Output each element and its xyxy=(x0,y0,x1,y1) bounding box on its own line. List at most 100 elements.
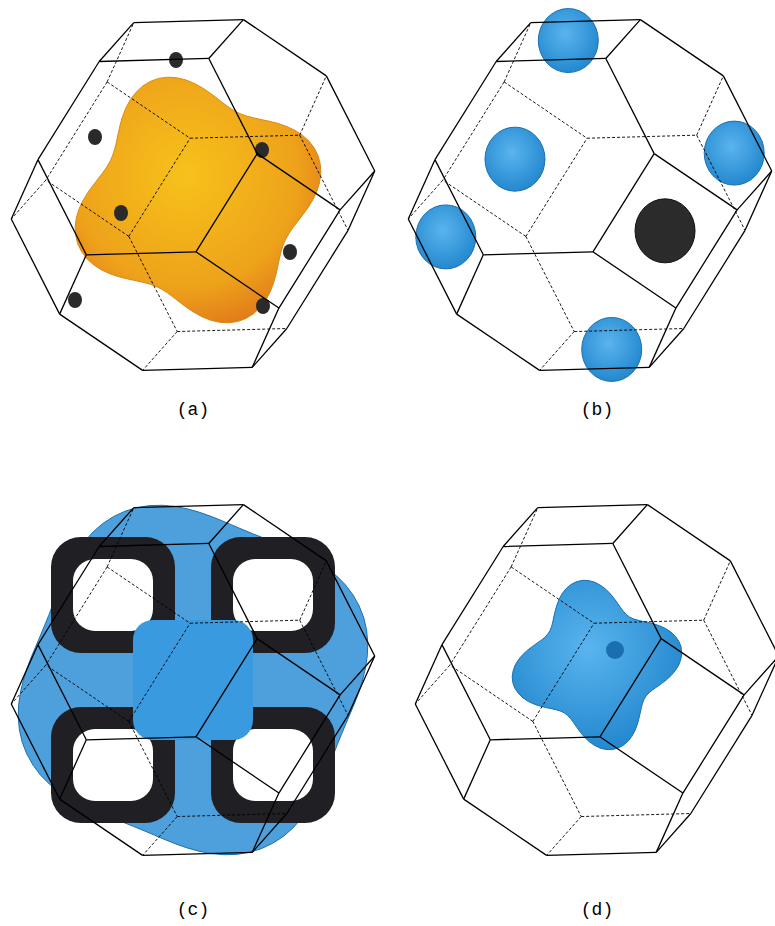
zone-edge xyxy=(38,61,99,159)
zone-edge xyxy=(654,154,737,210)
hidden-zone-edge xyxy=(704,561,731,620)
zone-edge xyxy=(340,656,375,695)
hidden-zone-edge xyxy=(511,508,538,567)
zone-edge xyxy=(11,160,38,219)
zone-edge xyxy=(496,23,531,62)
zone-edge xyxy=(408,219,456,314)
zone-edge xyxy=(435,160,483,255)
hidden-zone-edge xyxy=(190,620,300,623)
zone-edge xyxy=(730,561,775,656)
zone-edge xyxy=(483,252,593,255)
zone-edge xyxy=(60,799,143,855)
zone-edge xyxy=(340,171,375,210)
zone-edge xyxy=(457,314,540,370)
zone-edge xyxy=(252,793,279,852)
zone-edge xyxy=(606,58,654,153)
zone-edge xyxy=(691,715,752,813)
zone-edge xyxy=(661,639,744,695)
neck-opening xyxy=(88,129,102,145)
hidden-zone-edge xyxy=(587,135,697,138)
zone-edge xyxy=(737,171,772,210)
zone-edge xyxy=(196,737,279,793)
hidden-zone-edge xyxy=(300,135,348,230)
hidden-zone-edge xyxy=(300,620,348,715)
hidden-zone-edge xyxy=(300,561,327,620)
zone-edge xyxy=(252,308,279,367)
zone-edge xyxy=(38,645,86,740)
hidden-zone-edge xyxy=(107,23,134,82)
zone-edge xyxy=(442,645,490,740)
fermi-surface xyxy=(512,580,682,749)
open-hole xyxy=(73,729,153,801)
hidden-zone-edge xyxy=(143,817,178,856)
hidden-zone-edge xyxy=(511,567,594,623)
neck-opening xyxy=(114,205,128,221)
zone-edge xyxy=(600,737,683,793)
zone-edge xyxy=(490,737,600,740)
zone-edge xyxy=(415,704,463,799)
hidden-zone-edge xyxy=(540,332,575,371)
zone-edge xyxy=(60,740,87,799)
zone-edge xyxy=(196,252,279,308)
hidden-zone-edge xyxy=(129,236,177,331)
zone-edge xyxy=(287,230,348,328)
zone-edge xyxy=(649,329,684,368)
zone-edge xyxy=(649,308,676,367)
hidden-zone-edge xyxy=(408,180,443,219)
zone-edge xyxy=(252,814,287,853)
hidden-zone-edge xyxy=(46,665,129,721)
electron-pocket xyxy=(485,127,545,191)
panel-label: (a) xyxy=(177,400,209,420)
hidden-zone-edge xyxy=(129,623,190,721)
zone-edge xyxy=(11,704,59,799)
electron-pocket xyxy=(538,9,598,73)
hidden-zone-edge xyxy=(504,82,587,138)
hidden-zone-edge xyxy=(46,180,129,236)
zone-edge xyxy=(464,799,547,855)
zone-edge xyxy=(11,219,59,314)
zone-edge xyxy=(60,314,143,370)
zone-edge xyxy=(86,252,196,255)
zone-edge xyxy=(540,367,650,370)
zone-edge xyxy=(600,639,661,737)
zone-edge xyxy=(99,58,209,61)
hidden-zone-edge xyxy=(300,76,327,135)
zone-edge xyxy=(143,367,253,370)
hidden-zone-edge xyxy=(574,329,684,332)
hidden-zone-edge xyxy=(177,329,287,332)
zone-edge xyxy=(457,255,484,314)
panel-label: (d) xyxy=(581,900,613,920)
zone-edge xyxy=(464,740,491,799)
hidden-zone-edge xyxy=(443,180,526,236)
zone-edge xyxy=(656,814,691,853)
zone-edge xyxy=(143,852,253,855)
zone-edge xyxy=(134,505,244,508)
zone-edge xyxy=(613,505,648,544)
zone-edge xyxy=(593,154,654,252)
zone-edge xyxy=(326,76,374,171)
zone-edge xyxy=(415,645,442,704)
panel-label: (b) xyxy=(581,400,613,420)
hidden-zone-edge xyxy=(143,332,178,371)
zone-edge xyxy=(640,20,723,76)
hidden-zone-edge xyxy=(107,508,134,567)
zone-edge xyxy=(257,154,340,210)
hidden-zone-edge xyxy=(11,665,46,704)
hidden-zone-edge xyxy=(450,665,533,721)
hidden-zone-edge xyxy=(533,623,594,721)
zone-edge xyxy=(723,76,771,171)
zone-edge xyxy=(348,171,375,230)
open-hole xyxy=(233,559,313,631)
hidden-zone-edge xyxy=(526,236,574,331)
electron-pocket xyxy=(582,317,642,381)
hidden-zone-edge xyxy=(704,620,752,715)
zone-edge xyxy=(538,505,648,508)
zone-edge xyxy=(38,160,86,255)
hidden-zone-edge xyxy=(177,814,287,817)
neck-opening xyxy=(255,142,269,158)
zone-edge xyxy=(243,505,326,561)
hidden-zone-edge xyxy=(526,138,587,236)
zone-edge xyxy=(257,639,340,695)
hidden-zone-edge xyxy=(190,135,300,138)
